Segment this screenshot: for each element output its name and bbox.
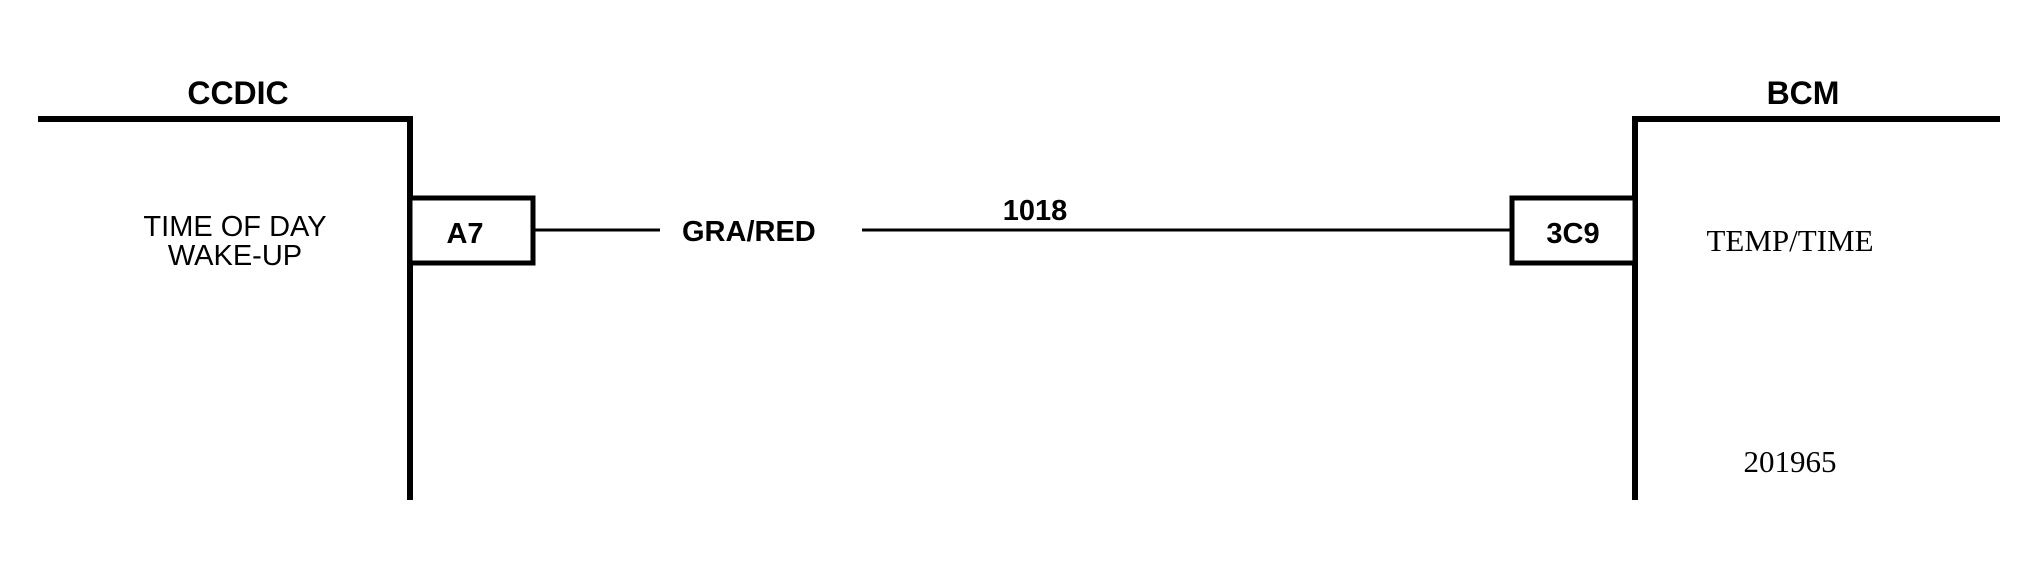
right-module-name: BCM [1767,75,1840,111]
left-function-label-line1: TIME OF DAY [143,211,326,243]
right-pin-label: 3C9 [1546,218,1599,250]
right-function-label: TEMP/TIME [1706,223,1873,258]
left-module-name: CCDIC [187,75,288,111]
left-module-outline [38,116,413,500]
right-module-outline [1632,116,2000,500]
wire: GRA/RED 1018 [533,195,1512,248]
wire-circuit-number: 1018 [1003,195,1068,227]
left-function-label-line2: WAKE-UP [168,240,302,272]
right-pin-box [1509,195,1638,266]
wire-color-code: GRA/RED [682,216,816,248]
left-pin-label: A7 [446,218,483,250]
right-module: BCM 3C9 TEMP/TIME 201965 [1509,75,2000,500]
figure-number: 201965 [1744,444,1837,479]
